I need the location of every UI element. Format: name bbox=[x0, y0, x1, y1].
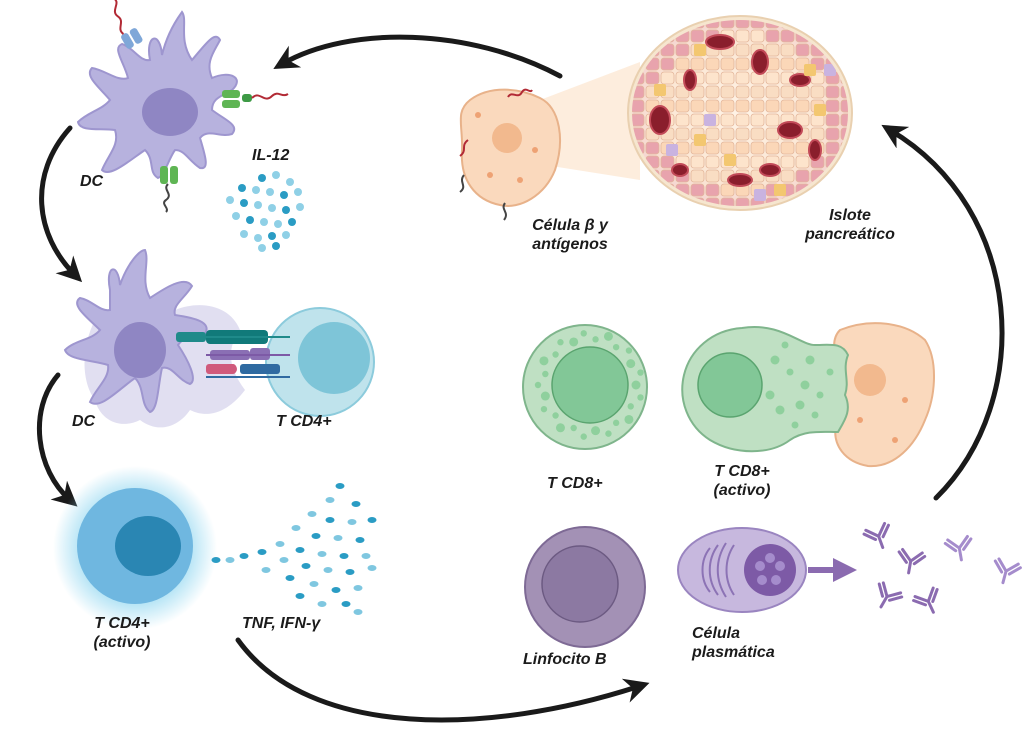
plasma-cell bbox=[677, 527, 857, 613]
pancreatic-islet bbox=[627, 15, 853, 211]
cytokine-dot bbox=[347, 519, 357, 525]
cytokine-dot bbox=[345, 569, 355, 575]
cytokine-dot bbox=[211, 557, 221, 563]
cytokine-dot bbox=[333, 535, 343, 541]
cytokine-dot bbox=[331, 587, 341, 593]
tcd4-nucleus bbox=[298, 322, 370, 394]
cytokine-dot bbox=[261, 567, 271, 573]
beta-cell-zoom-cone bbox=[540, 62, 640, 180]
tcd4-active-nucleus bbox=[115, 516, 181, 576]
label-il12: IL-12 bbox=[252, 147, 290, 164]
immune-synapse bbox=[176, 330, 290, 378]
beta-cell-nucleus bbox=[492, 123, 522, 153]
cytokine-dot bbox=[295, 547, 305, 553]
dc-mid-nucleus bbox=[114, 322, 166, 378]
antibody-icon bbox=[897, 547, 927, 575]
tcd8-active-nucleus bbox=[697, 352, 763, 418]
cytokine-dot bbox=[355, 537, 365, 543]
tcd8-cell bbox=[522, 324, 648, 450]
label-tcd4-active: T CD4+ (activo) bbox=[93, 615, 151, 651]
cytokine-dot bbox=[361, 553, 371, 559]
receptor-bottom bbox=[160, 166, 178, 213]
cytokine-dot bbox=[295, 593, 305, 599]
cytokine-dot bbox=[285, 575, 295, 581]
cytokine-dot bbox=[291, 525, 301, 531]
cytokine-dot bbox=[335, 483, 345, 489]
cytokine-dot bbox=[301, 563, 311, 569]
plasma-nucleus bbox=[744, 544, 796, 596]
arrow-right-up bbox=[881, 124, 1005, 501]
tnf-ifn-cytokine-dots bbox=[211, 483, 377, 615]
arrow-dc-to-dc-tcell bbox=[39, 125, 83, 283]
dc-top-nucleus bbox=[142, 88, 198, 136]
tcd4-cell bbox=[265, 307, 375, 417]
cytokine-dot bbox=[325, 497, 335, 503]
receptor-right bbox=[222, 90, 289, 108]
label-tcd4: T CD4+ bbox=[276, 413, 332, 430]
cytokine-dot bbox=[257, 549, 267, 555]
cytokine-dot bbox=[353, 609, 363, 615]
arrow-dc-to-active-tcell bbox=[37, 372, 78, 507]
label-tcd8-active: T CD8+ (activo) bbox=[713, 463, 771, 499]
label-dc-middle: DC bbox=[72, 413, 96, 430]
beta-cell bbox=[459, 62, 640, 221]
arrow-bottom bbox=[235, 637, 650, 723]
cytokine-dot bbox=[275, 541, 285, 547]
cytokine-dot bbox=[279, 557, 289, 563]
label-tnf-ifn: TNF, IFN-γ bbox=[242, 615, 321, 632]
tcd8-active-cell bbox=[681, 322, 935, 468]
arrow-islet-to-dc bbox=[273, 34, 563, 79]
cytokine-dot bbox=[339, 553, 349, 559]
label-dc-top: DC bbox=[80, 173, 104, 190]
receptor-top bbox=[114, 0, 143, 49]
cytokine-dot bbox=[311, 533, 321, 539]
cytokine-dot bbox=[309, 581, 319, 587]
b-lymphocyte bbox=[524, 526, 646, 648]
il12-cytokine-dots bbox=[226, 171, 304, 252]
cytokine-dot bbox=[317, 551, 327, 557]
antibody-icon bbox=[912, 586, 939, 614]
label-beta-cell: Célula β y antígenos bbox=[532, 217, 608, 253]
cytokine-dot bbox=[225, 557, 235, 563]
antibody-icon bbox=[993, 557, 1022, 585]
cytokine-dot bbox=[353, 585, 363, 591]
cytokine-dot bbox=[323, 567, 333, 573]
tcd8-nucleus bbox=[551, 346, 629, 424]
cytokine-dot bbox=[367, 565, 377, 571]
antibody-icon bbox=[877, 581, 904, 609]
target-beta-cell bbox=[833, 322, 935, 468]
cytokine-dot bbox=[307, 511, 317, 517]
cytokine-dot bbox=[325, 517, 335, 523]
cycle-arrows bbox=[37, 34, 1005, 723]
cytokine-dot bbox=[367, 517, 377, 523]
antibody-icon bbox=[943, 534, 973, 562]
cytokine-dot bbox=[317, 601, 327, 607]
label-bcell: Linfocito B bbox=[523, 651, 607, 668]
label-islet: Islote pancreático bbox=[805, 207, 895, 243]
antibody-icon bbox=[862, 521, 890, 550]
bcell-nucleus bbox=[541, 545, 619, 623]
label-plasma-cell: Célula plasmática bbox=[692, 625, 775, 661]
antibodies bbox=[862, 521, 1022, 614]
dendritic-cell-top bbox=[76, 0, 289, 213]
tcd4-active-cell bbox=[53, 466, 217, 630]
cytokine-dot bbox=[351, 501, 361, 507]
cytokine-dot bbox=[239, 553, 249, 559]
label-tcd8: T CD8+ bbox=[547, 475, 603, 492]
cytokine-dot bbox=[341, 601, 351, 607]
